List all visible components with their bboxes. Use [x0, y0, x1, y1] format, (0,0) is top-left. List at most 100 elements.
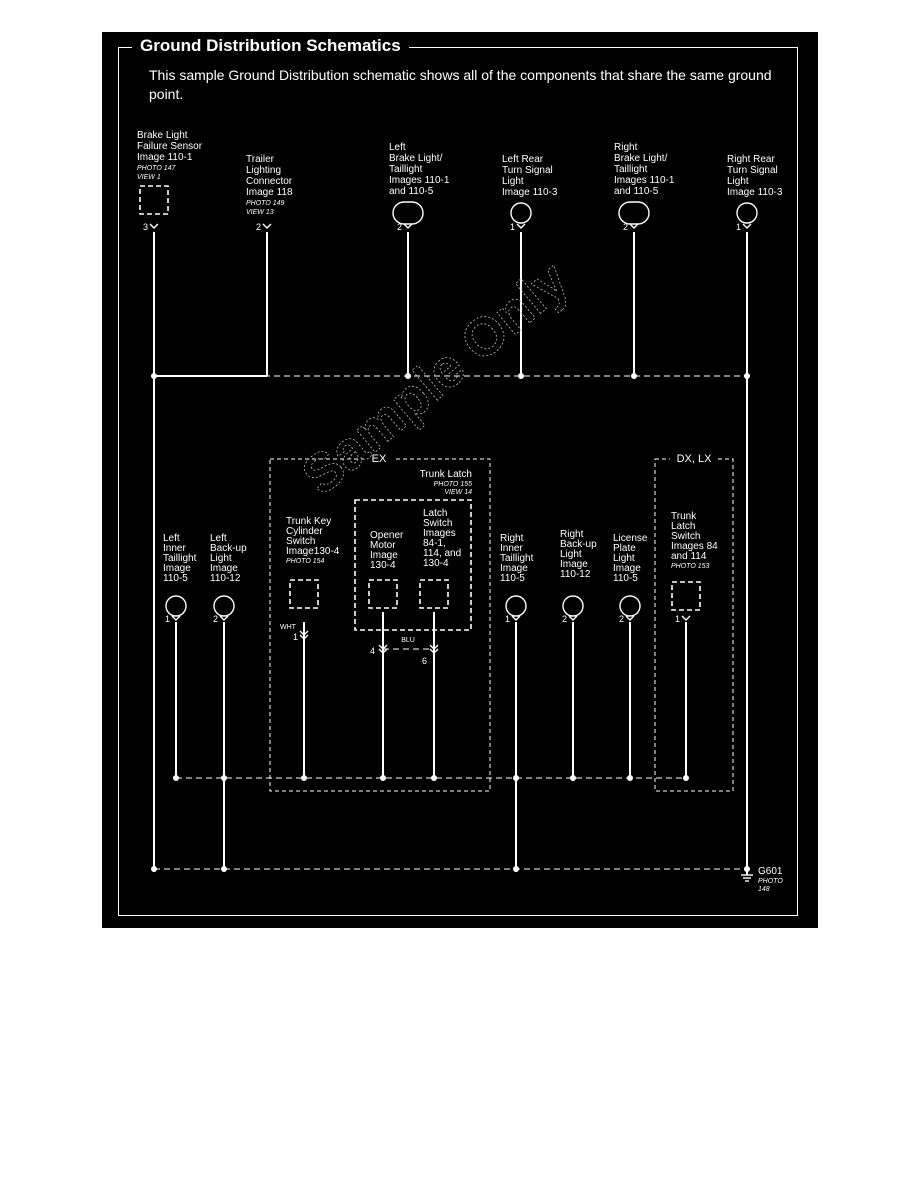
left-rear-turn-signal-label: Turn Signal [502, 165, 553, 176]
trunk-latch-switch-label: Trunk [671, 511, 697, 522]
trunk-latch-switch-label: and 114 [671, 551, 707, 562]
latch-switch-label: Latch [423, 508, 447, 519]
splice-point [151, 373, 157, 379]
opener-motor-label: 130-4 [370, 560, 396, 571]
latch-switch-label: 84-1, [423, 538, 446, 549]
opener-motor-label: Image [370, 550, 398, 561]
left-back-up-light-connector [219, 615, 229, 621]
trailer-lighting-connector-connector [262, 223, 272, 229]
splice-point [631, 373, 637, 379]
splice-point [627, 775, 633, 781]
left-brake-light-taillight-label: Images 110-1 [389, 175, 450, 186]
trunk-key-cylinder-switch-label: Switch [286, 536, 315, 547]
trunk-latch-switch-label: Switch [671, 531, 700, 542]
opener-motor-pin: 4 [370, 646, 375, 656]
trunk-latch-switch-symbol [671, 581, 701, 611]
right-brake-light-taillight-symbol [618, 201, 650, 225]
ground-point-name: G601 [758, 866, 783, 877]
right-brake-light-taillight-connector [629, 223, 639, 229]
left-rear-turn-signal-label: Left Rear [502, 154, 544, 165]
right-inner-taillight-connector [511, 615, 521, 621]
ground-distribution-diagram: EX DX, LX Trunk Latch PHOTO 155 VIEW 14 … [137, 130, 783, 893]
brake-light-failure-sensor-label: Failure Sensor [137, 141, 203, 152]
right-rear-turn-signal-label: Image 110-3 [727, 187, 783, 198]
dx-lx-label-bg [670, 450, 718, 464]
trunk-latch-switch-connector [681, 615, 691, 621]
schematic-panel: Ground Distribution Schematics This samp… [102, 32, 818, 928]
left-rear-turn-signal-symbol [510, 202, 532, 224]
splice-point [744, 373, 750, 379]
splice-point [221, 775, 227, 781]
right-back-up-light-label: Light [560, 549, 582, 560]
right-brake-light-taillight-label: Taillight [614, 164, 648, 175]
dx-lx-group-label: DX, LX [677, 453, 713, 465]
schematic-frame [118, 47, 798, 916]
right-inner-taillight-label: Taillight [500, 553, 534, 564]
right-back-up-light-label: Image [560, 559, 588, 570]
splice-point [173, 775, 179, 781]
splice-point [518, 373, 524, 379]
right-back-up-light-label: 110-12 [560, 569, 591, 580]
right-brake-light-taillight-pin: 2 [623, 222, 628, 232]
trunk-key-cylinder-switch-label: Image130-4 [286, 546, 340, 557]
opener-motor-label: Motor [370, 540, 396, 551]
trunk-latch-view: VIEW 14 [444, 489, 472, 496]
license-plate-light-connector [625, 615, 635, 621]
right-inner-taillight-pin: 1 [505, 614, 510, 624]
trailer-lighting-connector-label: Connector [246, 176, 293, 187]
license-plate-light-label: License [613, 533, 648, 544]
left-inner-taillight-pin: 1 [165, 614, 170, 624]
left-brake-light-taillight-label: and 110-5 [389, 186, 434, 197]
right-brake-light-taillight-label: Brake Light/ [614, 153, 668, 164]
trunk-latch-switch-pin: 1 [675, 614, 680, 624]
right-inner-taillight-label: Inner [500, 543, 523, 554]
right-brake-light-taillight-label: Right [614, 142, 638, 153]
ex-group-label: EX [372, 453, 387, 465]
left-back-up-light-label: 110-12 [210, 573, 241, 584]
trailer-lighting-connector-photo: PHOTO 149 [246, 200, 284, 207]
right-inner-taillight-symbol [505, 595, 527, 617]
opener-motor-label: Opener [370, 530, 404, 541]
left-inner-taillight-symbol [165, 595, 187, 617]
right-rear-turn-signal-label: Right Rear [727, 154, 775, 165]
trunk-key-cylinder-switch-symbol [289, 579, 319, 609]
brake-light-failure-sensor-symbol [139, 185, 169, 215]
right-back-up-light-label: Right [560, 529, 584, 540]
left-back-up-light-symbol [213, 595, 235, 617]
right-rear-turn-signal-label: Light [727, 176, 749, 187]
left-brake-light-taillight-pin: 2 [397, 222, 402, 232]
splice-point [570, 775, 576, 781]
trunk-latch-box [354, 499, 472, 631]
right-inner-taillight-label: 110-5 [500, 573, 525, 584]
left-back-up-light-pin: 2 [213, 614, 218, 624]
license-plate-light-pin: 2 [619, 614, 624, 624]
left-back-up-light-label: Back-up [210, 543, 247, 554]
trunk-key-cylinder-switch-photo: PHOTO 154 [286, 558, 324, 565]
brake-light-failure-sensor-connector [149, 223, 159, 229]
brake-light-failure-sensor-label: Image 110-1 [137, 152, 193, 163]
trailer-lighting-connector-label: Lighting [246, 165, 281, 176]
brake-light-failure-sensor-photo: PHOTO 147 [137, 165, 176, 172]
right-back-up-light-symbol [562, 595, 584, 617]
right-rear-turn-signal-label: Turn Signal [727, 165, 778, 176]
trunk-latch-switch-photo: PHOTO 153 [671, 563, 709, 570]
splice-point [380, 775, 386, 781]
splice-point [744, 866, 750, 872]
right-inner-taillight-label: Right [500, 533, 524, 544]
wire-color-blu: BLU [401, 637, 415, 644]
trunk-latch-label: Trunk Latch [420, 469, 472, 480]
license-plate-light-label: 110-5 [613, 573, 638, 584]
left-brake-light-taillight-symbol [392, 201, 424, 225]
left-back-up-light-label: Left [210, 533, 227, 544]
license-plate-light-label: Image [613, 563, 641, 574]
splice-point [151, 866, 157, 872]
splice-point [301, 775, 307, 781]
license-plate-light-label: Plate [613, 543, 636, 554]
left-back-up-light-label: Image [210, 563, 238, 574]
opener-motor-symbol [368, 579, 398, 609]
ground-point-photo: PHOTO [758, 878, 783, 885]
left-inner-taillight-label: Image [163, 563, 191, 574]
splice-point [513, 866, 519, 872]
latch-switch-pin: 6 [422, 656, 427, 666]
latch-switch-symbol [419, 579, 449, 609]
